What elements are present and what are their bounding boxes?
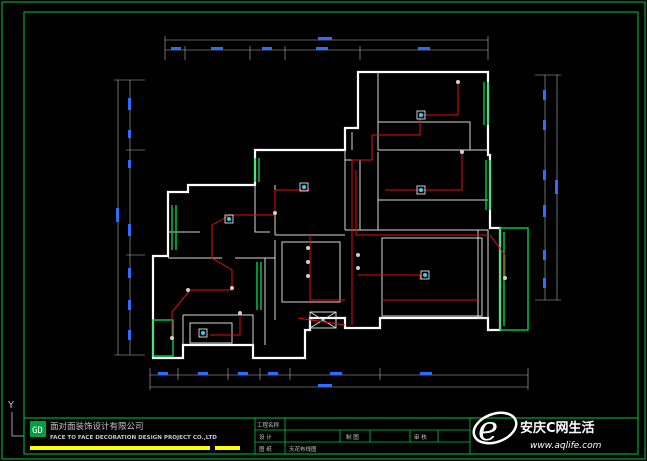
company-logo-icon: GD — [30, 421, 46, 437]
drawing-name: 天花布线图 — [289, 445, 317, 453]
axis-y-label: Y — [7, 400, 15, 411]
title-block: GD 面对面装饰设计有限公司 FACE TO FACE DECORATION D… — [23, 417, 639, 455]
svg-text:GD: GD — [32, 426, 43, 436]
ceiling-light — [416, 110, 426, 120]
right-dimensions — [535, 74, 561, 301]
bottom-dimensions — [149, 368, 529, 390]
ceiling-wiring — [171, 80, 506, 340]
watermark: e 安庆C网生活 www.aqlife.com — [472, 409, 602, 451]
light-fixtures — [170, 80, 507, 340]
label-drawing: 图 纸 — [259, 445, 272, 453]
ceiling-light — [198, 328, 208, 338]
label-review: 审 核 — [414, 433, 427, 441]
yellow-bar-small — [215, 446, 240, 450]
label-project-name: 工程名称 — [257, 421, 280, 429]
ceiling-light — [416, 185, 426, 195]
company-name-en: FACE TO FACE DECORATION DESIGN PROJECT C… — [50, 435, 217, 441]
left-dimensions — [114, 79, 145, 356]
label-draw: 制 图 — [346, 433, 359, 441]
top-dimensions — [164, 36, 489, 60]
ceiling-light — [224, 214, 234, 224]
windows — [152, 82, 529, 357]
axis-marker: Y — [7, 400, 24, 437]
ceiling-light — [420, 270, 430, 280]
watermark-url: www.aqlife.com — [530, 441, 602, 451]
drawing-border — [23, 11, 639, 455]
watermark-brand: 安庆C网生活 — [520, 420, 595, 436]
yellow-bar — [30, 446, 210, 450]
ceiling-light — [299, 182, 309, 192]
label-design: 设 计 — [259, 433, 272, 441]
company-name-cn: 面对面装饰设计有限公司 — [50, 421, 144, 432]
watermark-e-logo: e — [478, 409, 498, 449]
downlight — [170, 80, 507, 340]
